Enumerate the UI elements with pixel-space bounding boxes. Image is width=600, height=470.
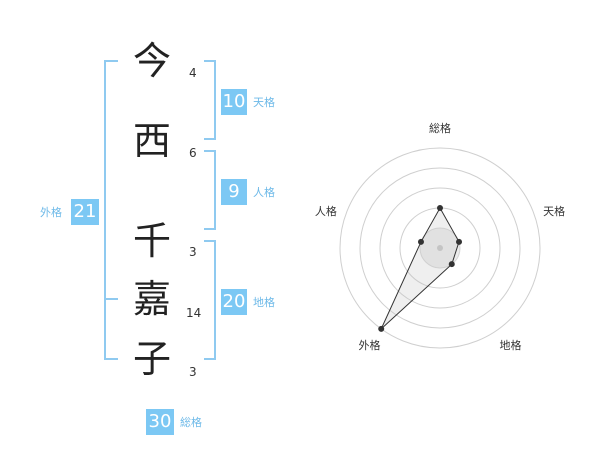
radar-ring-2: [379, 187, 501, 309]
jinkaku-badge: 9: [221, 179, 247, 205]
name-char-3: 千: [132, 219, 171, 263]
tenkaku-badge: 10: [221, 89, 247, 115]
radar-point-2: [456, 238, 463, 245]
radar-point-4: [378, 325, 385, 332]
chikaku-label: 地格: [253, 296, 275, 309]
stroke-count-2: 6: [189, 146, 197, 160]
gaikaku-label: 外格: [40, 206, 62, 219]
radar-axis-label: 地格: [500, 338, 522, 352]
radar-point-5: [417, 238, 424, 245]
gaikaku-badge: 21: [71, 199, 99, 225]
radar-axis-label: 天格: [543, 204, 565, 218]
name-char-2: 西: [132, 119, 171, 163]
radar-axis-label: 人格: [315, 204, 337, 218]
stroke-count-4: 14: [186, 306, 202, 320]
radar-axis-label: 外格: [359, 338, 381, 352]
name-char-4: 嘉: [132, 277, 171, 321]
chikaku-badge: 20: [221, 289, 247, 315]
tenkaku-label: 天格: [253, 96, 275, 109]
radar-center-dot: [437, 245, 443, 251]
radar-axis-label: 総格: [429, 121, 451, 135]
jinkaku-label: 人格: [253, 186, 275, 199]
stroke-count-3: 3: [189, 245, 197, 259]
radar-ring-3: [359, 167, 521, 329]
stroke-count-5: 3: [189, 365, 197, 379]
name-char-5: 子: [132, 337, 171, 381]
radar-data-polygon: [380, 206, 460, 330]
soukaku-badge: 30: [146, 409, 174, 435]
radar-point-1: [437, 205, 443, 211]
stroke-count-1: 4: [189, 66, 197, 80]
name-char-1: 今: [132, 39, 171, 83]
radar-ring-4: [339, 147, 541, 349]
radar-point-3: [448, 261, 455, 268]
soukaku-label: 総格: [180, 416, 202, 429]
